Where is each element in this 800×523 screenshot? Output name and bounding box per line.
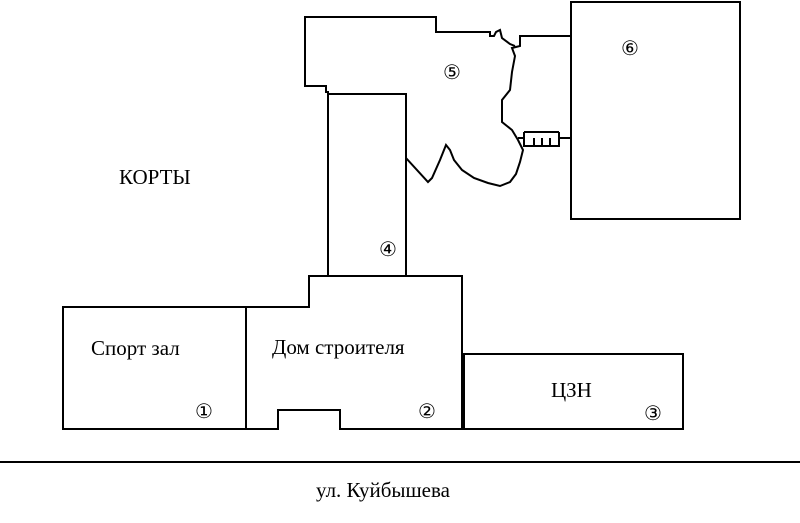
building-1-outline <box>62 306 247 430</box>
building-6-outline <box>570 1 741 220</box>
label-courts: КОРТЫ <box>119 165 191 189</box>
building-number-4: ④ <box>379 239 397 261</box>
building-number-1: ① <box>195 401 213 423</box>
building-number-5: ⑤ <box>443 62 461 84</box>
label-builders-house: Дом строителя <box>272 335 405 359</box>
building-number-6: ⑥ <box>621 38 639 60</box>
building-number-2: ② <box>418 401 436 423</box>
connector-5-6-bottom <box>518 137 571 147</box>
building-3-outline <box>463 353 684 430</box>
label-czn: ЦЗН <box>551 378 592 402</box>
label-gym: Спорт зал <box>91 336 180 360</box>
building-2-outline <box>245 275 463 430</box>
building-5-outline <box>304 16 571 188</box>
label-street: ул. Куйбышева <box>316 478 451 502</box>
building-number-3: ③ <box>644 403 662 425</box>
